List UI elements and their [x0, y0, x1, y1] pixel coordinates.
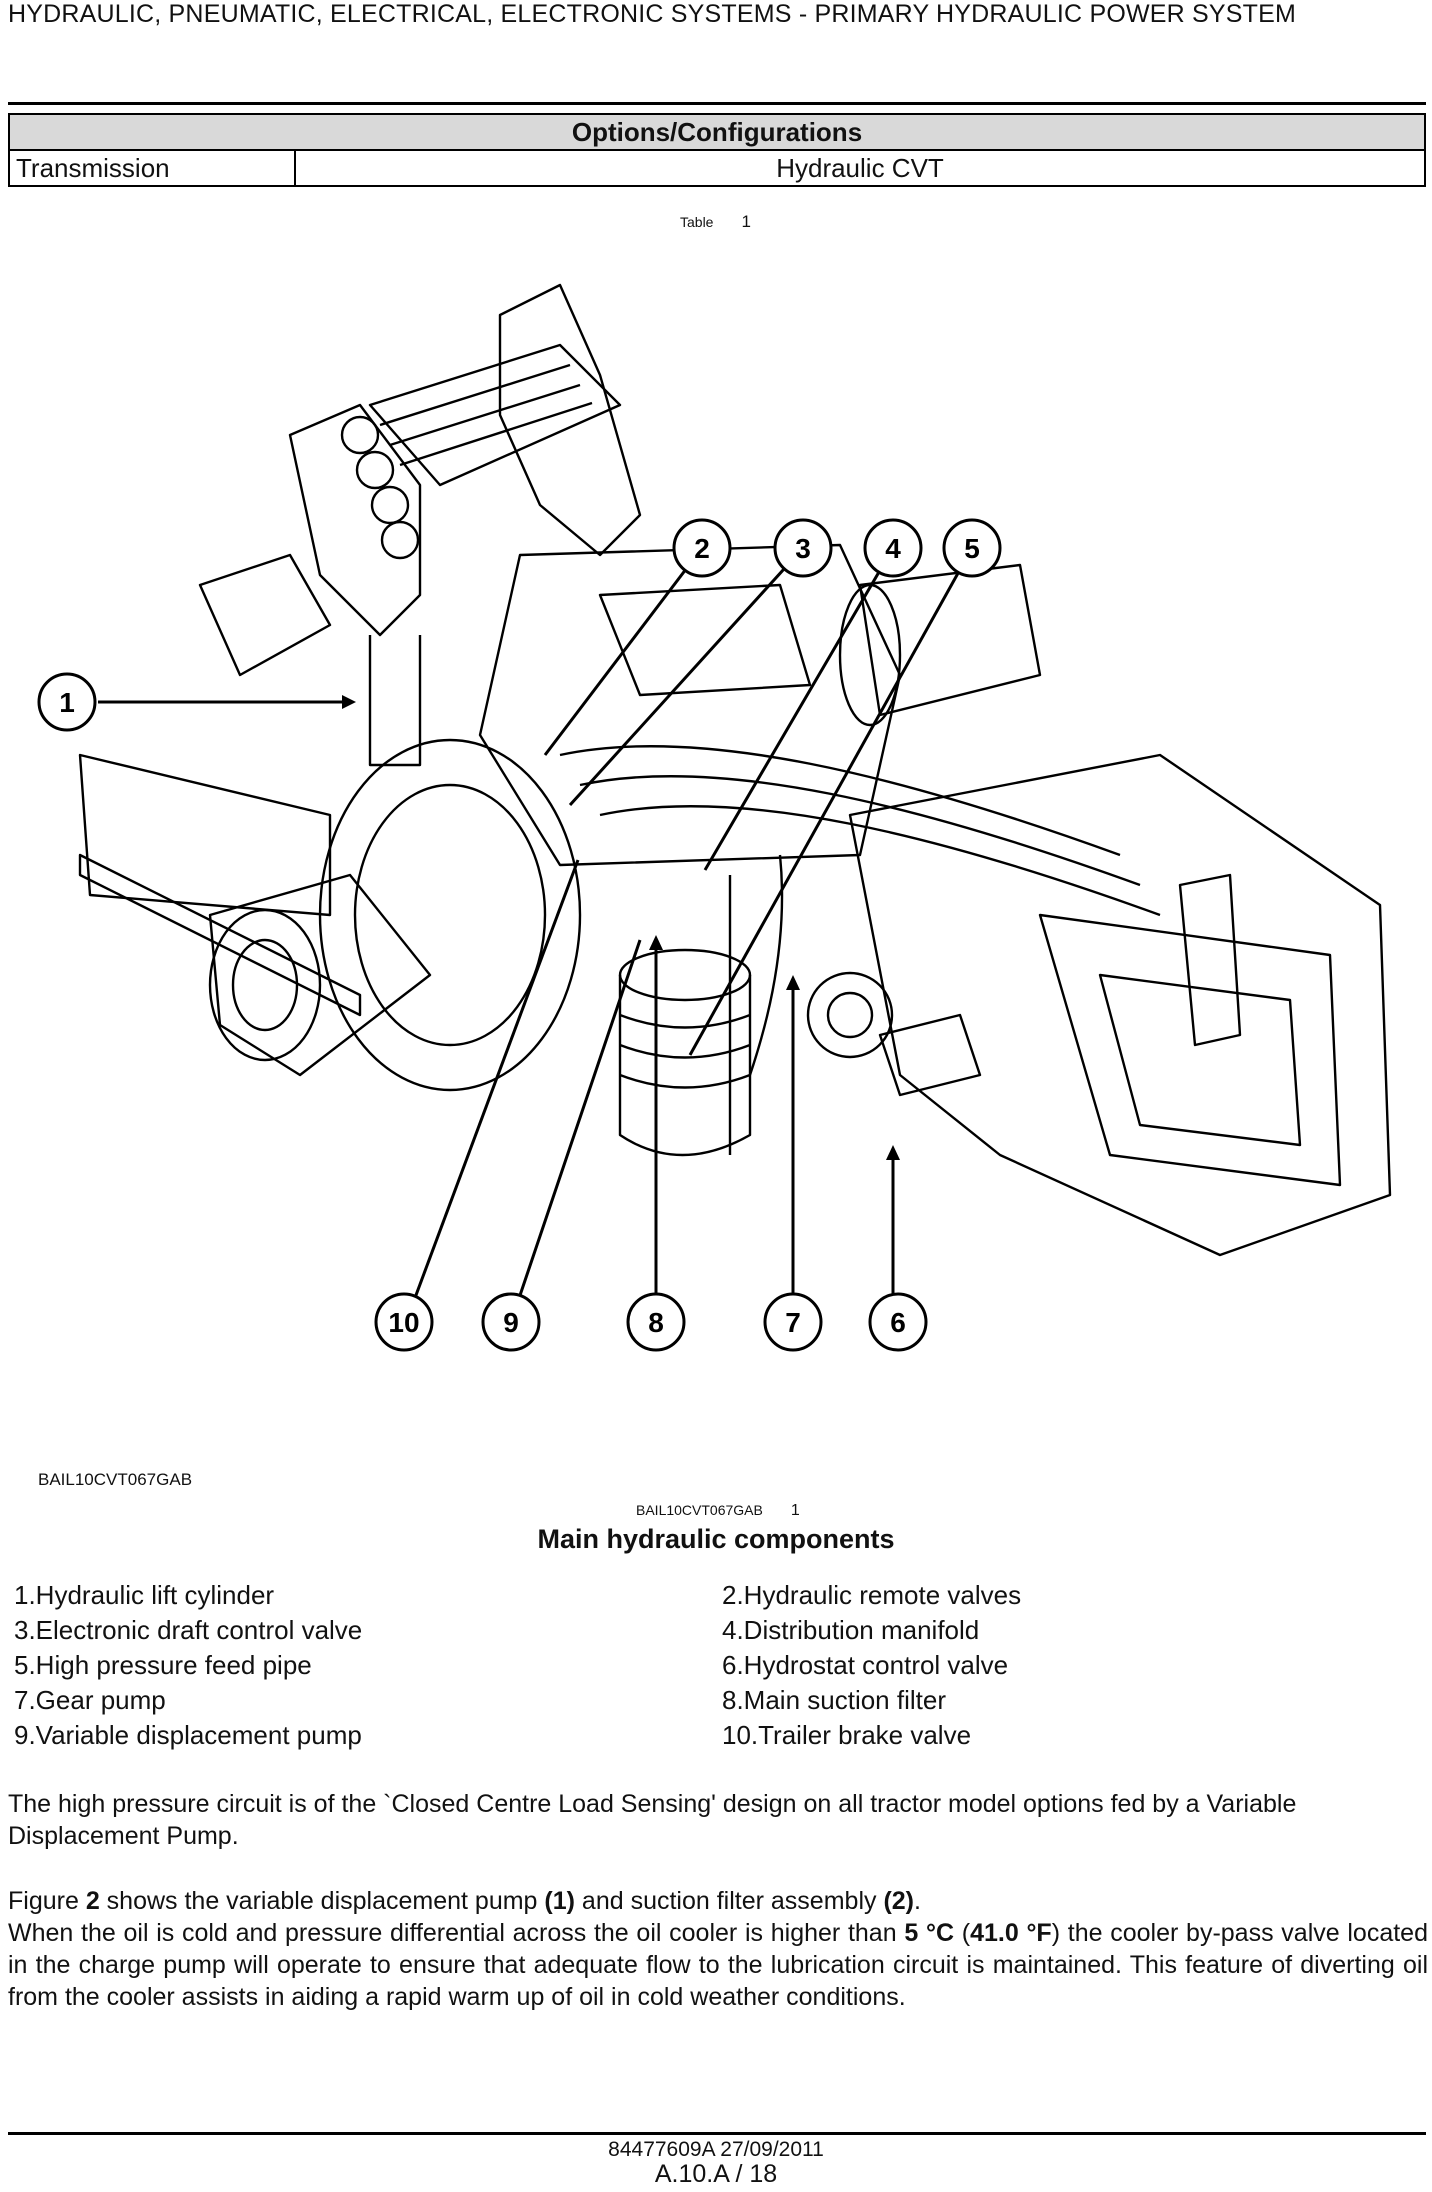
text-span: Figure — [8, 1887, 86, 1915]
footer-document-id: 84477609A 27/09/2011 — [608, 2138, 824, 2161]
legend-item: 1.Hydraulic lift cylinder — [14, 1580, 275, 1610]
callout-1: 1 — [37, 672, 97, 732]
legend-item: 10.Trailer brake valve — [722, 1720, 972, 1750]
page-header-title: HYDRAULIC, PNEUMATIC, ELECTRICAL, ELECTR… — [8, 0, 1297, 28]
callout-6-label: 6 — [890, 1307, 906, 1338]
options-row-value: Hydraulic CVT — [294, 149, 1426, 187]
temperature-celsius: 5 °C — [904, 1919, 955, 1947]
figure-reference-number: 1 — [790, 1502, 800, 1519]
callout-5: 5 — [942, 518, 1002, 578]
paragraph-pump-and-cooler: Figure 2 shows the variable displacement… — [8, 1885, 1428, 2013]
callout-4-label: 4 — [885, 533, 901, 564]
paragraph-cooler-bypass: When the oil is cold and pressure differ… — [8, 1917, 1428, 2013]
callout-6: 6 — [868, 1292, 928, 1352]
item-ref-2: (2) — [883, 1887, 915, 1915]
text-span: and suction filter assembly — [574, 1887, 884, 1915]
text-span: . — [914, 1887, 921, 1915]
callout-3-label: 3 — [795, 533, 811, 564]
callout-2: 2 — [672, 518, 732, 578]
table-caption: Table 1 — [680, 212, 751, 232]
figure-title: Main hydraulic components — [537, 1524, 895, 1554]
header-rule — [8, 102, 1426, 105]
callout-markers: 1 2 3 4 5 6 7 8 9 10 — [37, 518, 1002, 1352]
legend-item: 9.Variable displacement pump — [14, 1720, 362, 1750]
legend-item: 6.Hydrostat control valve — [722, 1650, 1009, 1680]
temperature-fahrenheit: 41.0 °F — [970, 1919, 1052, 1947]
legend-item: 8.Main suction filter — [722, 1685, 946, 1715]
options-configurations-table: Options/Configurations Transmission Hydr… — [8, 113, 1426, 187]
legend-item: 4.Distribution manifold — [722, 1615, 980, 1645]
callout-8: 8 — [626, 1292, 686, 1352]
callout-10: 10 — [374, 1292, 434, 1352]
text-span: ) the cooler by-pass valve located in th… — [8, 1919, 1428, 2011]
table-caption-word: Table — [680, 214, 714, 230]
callout-arrowheads — [342, 695, 900, 1160]
callout-7-label: 7 — [785, 1307, 801, 1338]
callout-10-label: 10 — [388, 1307, 419, 1338]
text-span: shows the variable displacement pump — [99, 1887, 545, 1915]
footer-page-number: A.10.A / 18 — [654, 2160, 778, 2188]
legend-right-column: 2.Hydraulic remote valves 4.Distribution… — [722, 1578, 1021, 1753]
transmission-line-drawing — [78, 283, 1392, 1257]
figure-code: BAIL10CVT067GAB — [38, 1470, 193, 1489]
legend-left-column: 1.Hydraulic lift cylinder 3.Electronic d… — [14, 1578, 362, 1753]
callout-3: 3 — [773, 518, 833, 578]
legend-item: 5.High pressure feed pipe — [14, 1650, 312, 1680]
callout-4: 4 — [863, 518, 923, 578]
options-table-heading: Options/Configurations — [8, 113, 1426, 151]
callout-5-label: 5 — [964, 533, 980, 564]
legend-item: 7.Gear pump — [14, 1685, 166, 1715]
figure-reference-code: BAIL10CVT067GAB — [636, 1502, 763, 1518]
figure-number: 2 — [85, 1887, 100, 1915]
callout-2-label: 2 — [694, 533, 710, 564]
text-span: ( — [954, 1919, 971, 1947]
paragraph-figure-reference: Figure 2 shows the variable displacement… — [8, 1885, 1428, 1917]
callout-leaders — [98, 546, 974, 1323]
callout-8-label: 8 — [648, 1307, 664, 1338]
text-span: When the oil is cold and pressure differ… — [8, 1919, 905, 1947]
legend-item: 3.Electronic draft control valve — [14, 1615, 363, 1645]
footer-rule — [8, 2132, 1426, 2135]
table-caption-number: 1 — [741, 212, 751, 231]
callout-9-label: 9 — [503, 1307, 519, 1338]
callout-7: 7 — [763, 1292, 823, 1352]
callout-9: 9 — [481, 1292, 541, 1352]
paragraph-closed-centre: The high pressure circuit is of the `Clo… — [8, 1790, 1297, 1850]
item-ref-1: (1) — [544, 1887, 575, 1915]
callout-1-label: 1 — [59, 687, 75, 718]
figure-reference: BAIL10CVT067GAB 1 — [636, 1502, 800, 1520]
transmission-hydraulic-diagram: 1 2 3 4 5 6 7 8 9 10 — [37, 283, 1392, 1352]
options-row-label: Transmission — [8, 149, 296, 187]
legend-item: 2.Hydraulic remote valves — [722, 1580, 1022, 1610]
